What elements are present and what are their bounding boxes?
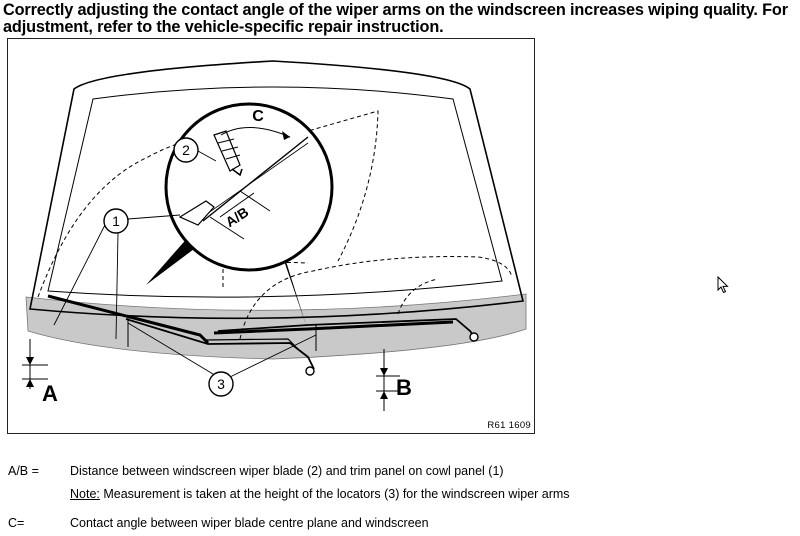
callout-3-leaders — [127, 322, 317, 378]
callout-3-label: 3 — [217, 376, 225, 392]
callout-1 — [103, 208, 129, 234]
figure-code: R61 1609 — [487, 420, 531, 431]
detail-ab-dimension — [209, 190, 271, 240]
right-wiper-blade — [213, 320, 454, 335]
magnifier-pointer-left — [146, 235, 194, 285]
legend-text-c: Contact angle between wiper blade centre… — [70, 516, 429, 530]
callout-2-label: 2 — [182, 142, 190, 158]
legend-note: Note: Measurement is taken at the height… — [70, 487, 570, 501]
left-wiper-arm — [125, 318, 315, 370]
detail-wiper-blade — [213, 130, 241, 172]
wiper-adjustment-diagram: 1 2 3 C A/B A B R61 1609 — [7, 38, 535, 434]
windscreen-inner-line — [47, 86, 503, 298]
detail-windscreen-line — [202, 136, 309, 222]
legend-text-ab: Distance between windscreen wiper blade … — [70, 464, 504, 478]
magnifier-pointer-right — [280, 249, 306, 325]
intro-text: Correctly adjusting the contact angle of… — [3, 1, 788, 36]
left-wiper-blade — [47, 294, 210, 345]
note-text: Measurement is taken at the height of th… — [99, 487, 570, 501]
wiper-sweep-lower-right — [397, 278, 439, 315]
callout-1-label: 1 — [112, 213, 120, 229]
note-label: Note: — [70, 487, 100, 501]
callout-3 — [208, 371, 234, 397]
label-b: B — [396, 375, 412, 400]
legend-key-ab: A/B = — [8, 464, 39, 478]
callout-1-leaders — [53, 222, 119, 340]
diagram-drawing: 1 2 3 C A/B A B — [22, 60, 527, 411]
magnifier-circle — [164, 102, 334, 272]
contact-angle-arc — [220, 126, 291, 138]
label-a: A — [42, 381, 58, 406]
mouse-pointer-icon — [717, 276, 729, 294]
wiper-sweep-right — [239, 256, 513, 340]
label-c: C — [252, 108, 264, 125]
dimension-b — [376, 349, 400, 411]
detail-trim-panel — [178, 200, 215, 226]
windscreen-outline — [29, 60, 524, 320]
callout-2 — [173, 137, 199, 163]
legend-key-c: C= — [8, 516, 25, 530]
